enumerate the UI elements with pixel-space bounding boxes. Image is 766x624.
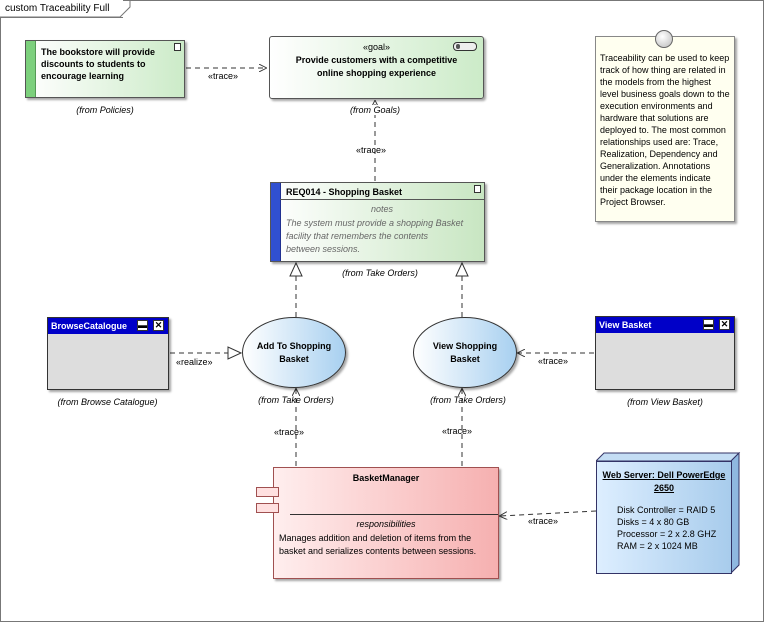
note-text: Traceability can be used to keep track o…: [600, 53, 730, 207]
minimize-icon: ▬: [137, 320, 148, 331]
usecase-add-label: Add To Shopping Basket: [256, 340, 332, 364]
requirement-divider: [280, 199, 484, 200]
realize-label: «realize»: [176, 357, 213, 367]
web-server-prop: Disk Controller = RAID 5: [617, 505, 716, 515]
basket-manager-component[interactable]: BasketManager responsibilities Manages a…: [273, 467, 499, 579]
view-basket-title: View Basket: [596, 317, 734, 333]
policy-element[interactable]: The bookstore will provide discounts to …: [25, 40, 185, 98]
web-server-prop: Processor = 2 x 2.8 GHZ: [617, 529, 717, 539]
requirement-notes: The system must provide a shopping Baske…: [286, 218, 464, 254]
web-server-node[interactable]: Web Server: Dell PowerEdge 2650 Disk Con…: [596, 452, 741, 575]
component-port-icon: [256, 487, 279, 497]
policy-from: (from Policies): [76, 105, 134, 115]
web-server-props: Disk Controller = RAID 5 Disks = 4 x 80 …: [617, 504, 716, 552]
goal-icon: [453, 42, 477, 51]
web-server-prop: RAM = 2 x 1024 MB: [617, 541, 698, 551]
close-icon: ✕: [153, 320, 164, 331]
trace-label-manager-view: «trace»: [442, 426, 473, 436]
goal-from: (from Goals): [320, 105, 430, 115]
goal-element[interactable]: «goal» Provide customers with a competit…: [269, 36, 484, 99]
usecase-view-from: (from Take Orders): [430, 395, 506, 405]
usecase-add-to-basket[interactable]: Add To Shopping Basket: [242, 317, 346, 388]
policy-color-bar: [26, 41, 36, 97]
requirement-title: REQ014 - Shopping Basket: [286, 187, 403, 197]
close-icon: ✕: [719, 319, 730, 330]
note-pin-icon: [655, 30, 673, 48]
view-basket-screen[interactable]: View Basket ▬ ✕: [595, 316, 735, 390]
traceability-note[interactable]: Traceability can be used to keep track o…: [595, 36, 735, 222]
goal-stereotype: «goal»: [362, 42, 391, 52]
trace-label-policy-goal: «trace»: [208, 71, 239, 81]
trace-label-viewbasket: «trace»: [538, 356, 569, 366]
basket-manager-text: Manages addition and deletion of items f…: [279, 533, 477, 556]
diagram-frame-title: custom Traceability Full: [0, 0, 124, 18]
requirement-icon: [174, 43, 181, 51]
trace-label-server-manager: «trace»: [528, 516, 559, 526]
web-server-prop: Disks = 4 x 80 GB: [617, 517, 690, 527]
browse-catalogue-screen[interactable]: BrowseCatalogue ▬ ✕: [47, 317, 169, 390]
minimize-icon: ▬: [703, 319, 714, 330]
requirement-color-bar: [271, 183, 281, 261]
trace-label-manager-add: «trace»: [274, 427, 305, 437]
trace-label-req-goal: «trace»: [356, 145, 387, 155]
requirement-element[interactable]: REQ014 - Shopping Basket notes The syste…: [270, 182, 485, 262]
web-server-name: Web Server: Dell PowerEdge 2650: [602, 470, 726, 493]
basket-manager-section: responsibilities: [356, 519, 416, 529]
component-port-icon: [256, 503, 279, 513]
browse-catalogue-title: BrowseCatalogue: [48, 318, 168, 334]
usecase-view-shopping-basket[interactable]: View Shopping Basket: [413, 317, 517, 388]
policy-text: The bookstore will provide discounts to …: [41, 47, 156, 81]
requirement-icon: [474, 185, 481, 193]
goal-text: Provide customers with a competitive onl…: [295, 55, 458, 78]
browse-catalogue-from: (from Browse Catalogue): [57, 397, 158, 407]
usecase-add-from: (from Take Orders): [258, 395, 334, 405]
view-basket-from: (from View Basket): [627, 397, 703, 407]
usecase-view-label: View Shopping Basket: [432, 340, 498, 364]
basket-manager-divider: [290, 514, 498, 515]
basket-manager-name: BasketManager: [352, 473, 420, 483]
requirement-from: (from Take Orders): [342, 268, 418, 278]
requirement-notes-label: notes: [370, 204, 394, 214]
